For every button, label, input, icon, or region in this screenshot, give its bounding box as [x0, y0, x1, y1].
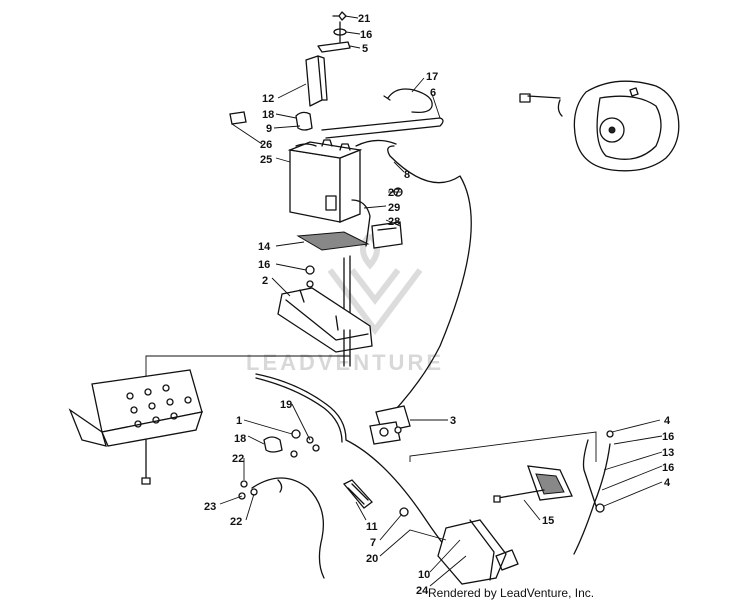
callout-1: 1	[236, 415, 242, 427]
callout-23: 23	[204, 501, 216, 513]
callout-14: 14	[258, 241, 271, 253]
leader-lines	[219, 15, 663, 587]
callout-22-bottom: 22	[230, 516, 242, 528]
starter-solenoid	[369, 405, 411, 445]
callout-13: 13	[662, 447, 674, 459]
callout-6: 6	[430, 87, 436, 99]
callout-24: 24	[416, 585, 429, 597]
ground-wire	[251, 477, 325, 579]
battery-mat	[296, 231, 370, 251]
terminal-cap	[295, 111, 313, 131]
callout-8: 8	[404, 169, 410, 181]
callout-18-bottom: 18	[234, 433, 246, 445]
callout-5: 5	[362, 43, 368, 55]
callout-7: 7	[370, 537, 376, 549]
magneto-housing	[519, 80, 680, 172]
callout-12: 12	[262, 93, 274, 105]
callout-4-bottom: 4	[664, 477, 671, 489]
callout-17: 17	[426, 71, 438, 83]
callout-2: 2	[262, 275, 268, 287]
callout-28: 28	[388, 216, 400, 228]
mounting-plate	[68, 369, 203, 447]
callout-16-right-bottom: 16	[662, 462, 674, 474]
callout-16-mid: 16	[258, 259, 270, 271]
washer-right	[606, 430, 614, 438]
callout-22-top: 22	[232, 453, 244, 465]
battery-strap	[305, 55, 328, 107]
callout-25: 25	[260, 154, 272, 166]
regulator-bracket	[493, 465, 573, 503]
battery-pad	[371, 221, 403, 249]
bolt-head	[291, 429, 301, 439]
boot-cover	[263, 436, 283, 453]
callout-19: 19	[280, 399, 292, 411]
callout-29: 29	[388, 202, 400, 214]
grommet	[342, 479, 373, 509]
watermark-text: LEADVENTURE	[246, 350, 444, 375]
battery-strap-bracket	[317, 11, 351, 53]
callout-16-top: 16	[360, 29, 372, 41]
callout-27: 27	[388, 187, 400, 199]
render-credit: Rendered by LeadVenture, Inc.	[428, 586, 595, 600]
callout-10: 10	[418, 569, 430, 581]
tag-label	[229, 111, 247, 125]
callout-20: 20	[366, 553, 378, 565]
mounting-bolt	[141, 439, 151, 485]
callout-18-top: 18	[262, 109, 274, 121]
battery-tray	[277, 287, 373, 367]
battery-cable	[321, 117, 444, 139]
callout-16-right-top: 16	[662, 431, 674, 443]
callout-11: 11	[366, 521, 378, 533]
callout-21: 21	[358, 13, 370, 25]
washer	[305, 265, 315, 275]
ground-cable	[379, 145, 472, 427]
callout-4-top: 4	[664, 415, 671, 427]
callout-26: 26	[260, 139, 272, 151]
callout-3: 3	[450, 415, 456, 427]
battery	[287, 139, 363, 223]
callout-15: 15	[542, 515, 554, 527]
callout-9: 9	[266, 123, 272, 135]
wiring-harness	[255, 373, 467, 571]
retaining-ring	[383, 88, 433, 114]
